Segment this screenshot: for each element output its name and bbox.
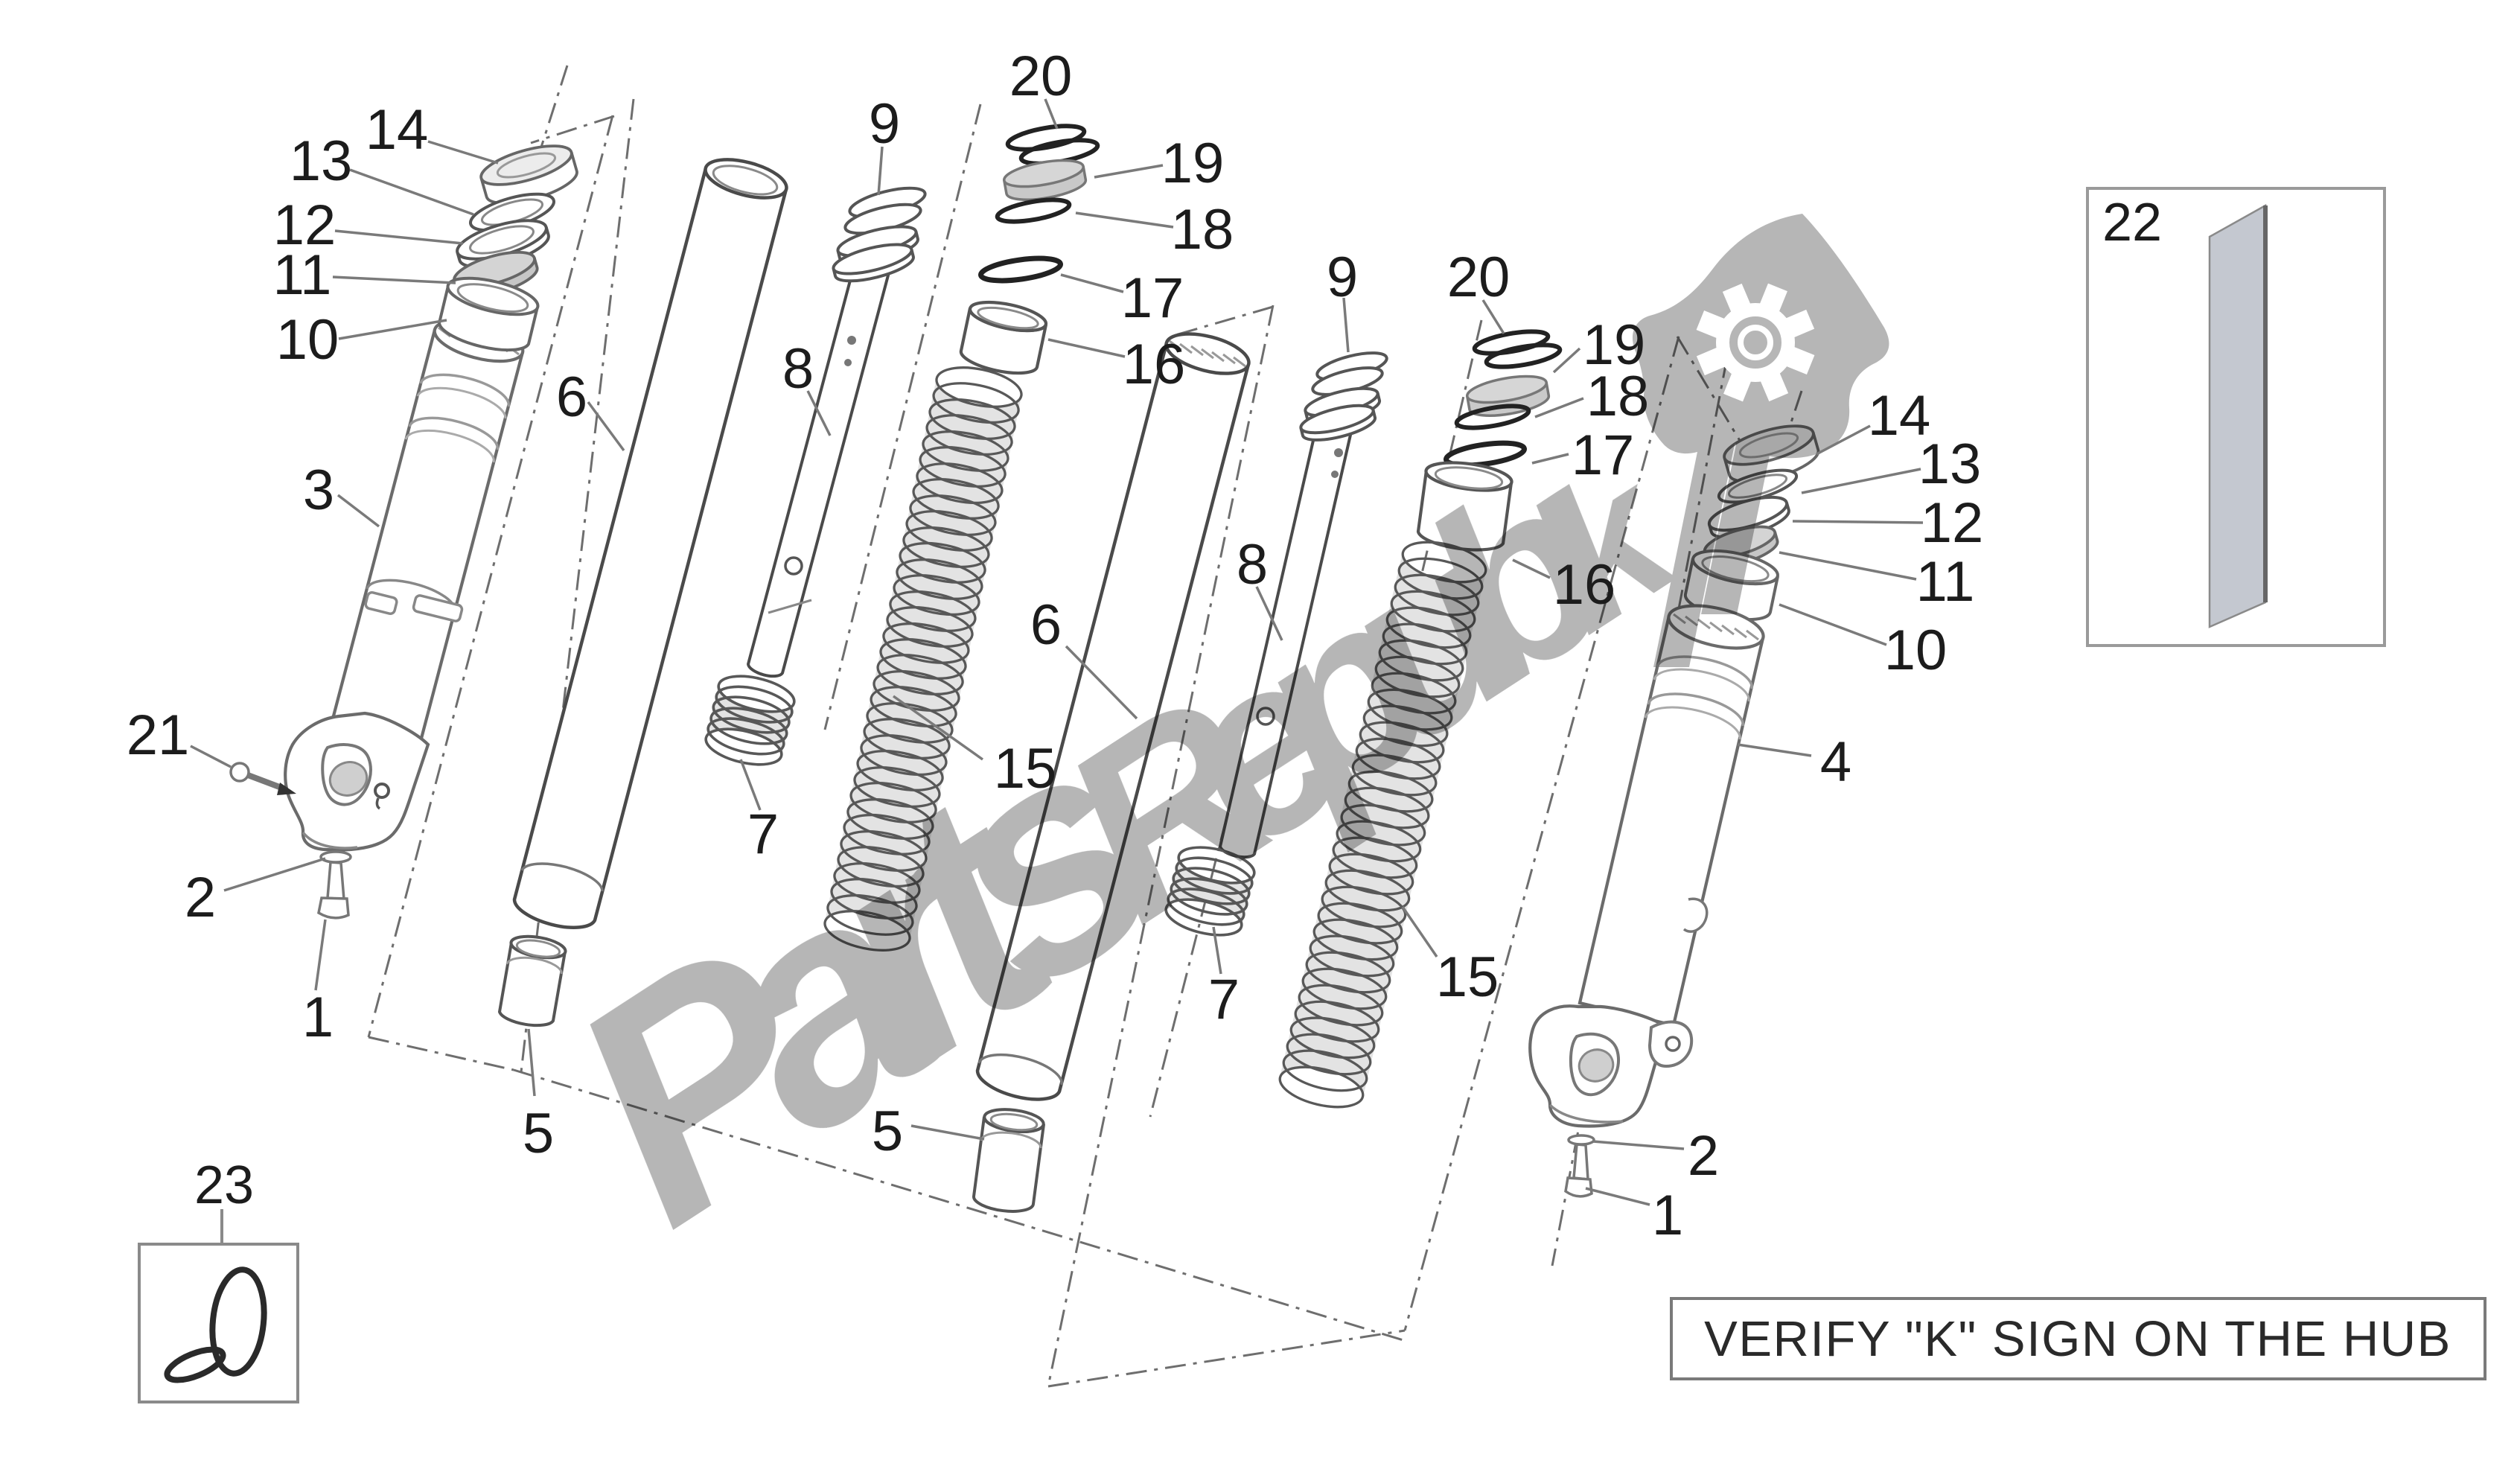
svg-text:2: 2	[185, 866, 216, 929]
svg-text:15: 15	[1436, 946, 1499, 1009]
svg-text:17: 17	[1572, 424, 1635, 487]
svg-text:19: 19	[1161, 132, 1225, 195]
svg-text:2: 2	[1688, 1124, 1719, 1188]
svg-text:1: 1	[1652, 1184, 1683, 1247]
svg-text:VERIFY "K" SIGN ON THE HUB: VERIFY "K" SIGN ON THE HUB	[1704, 1311, 2452, 1367]
svg-text:6: 6	[556, 366, 587, 429]
svg-text:12: 12	[273, 194, 336, 257]
svg-text:5: 5	[872, 1100, 903, 1163]
svg-text:20: 20	[1009, 45, 1073, 108]
svg-text:8: 8	[1237, 533, 1268, 596]
svg-text:16: 16	[1553, 553, 1616, 616]
svg-text:17: 17	[1121, 267, 1184, 330]
svg-text:21: 21	[127, 704, 190, 767]
svg-text:16: 16	[1123, 333, 1186, 396]
svg-text:7: 7	[747, 803, 779, 866]
svg-text:15: 15	[994, 737, 1057, 800]
svg-text:9: 9	[869, 92, 900, 156]
svg-text:7: 7	[1208, 968, 1240, 1031]
svg-text:23: 23	[194, 1156, 254, 1215]
svg-text:14: 14	[1868, 384, 1931, 447]
svg-text:10: 10	[276, 308, 339, 372]
svg-text:11: 11	[1916, 550, 1975, 614]
svg-text:18: 18	[1171, 198, 1234, 261]
svg-text:8: 8	[782, 337, 814, 401]
svg-text:22: 22	[2102, 193, 2162, 252]
svg-text:6: 6	[1030, 593, 1062, 657]
svg-text:4: 4	[1820, 730, 1851, 794]
svg-text:9: 9	[1327, 246, 1358, 309]
svg-text:13: 13	[290, 130, 353, 193]
svg-text:12: 12	[1921, 491, 1984, 555]
svg-text:14: 14	[366, 98, 429, 162]
svg-text:1: 1	[302, 986, 334, 1049]
svg-text:13: 13	[1918, 433, 1982, 496]
svg-text:10: 10	[1884, 619, 1948, 682]
svg-text:20: 20	[1447, 246, 1511, 309]
svg-text:5: 5	[523, 1102, 554, 1165]
svg-text:11: 11	[273, 243, 332, 307]
svg-text:18: 18	[1586, 365, 1650, 428]
svg-text:3: 3	[303, 459, 334, 522]
svg-text:19: 19	[1583, 313, 1646, 377]
